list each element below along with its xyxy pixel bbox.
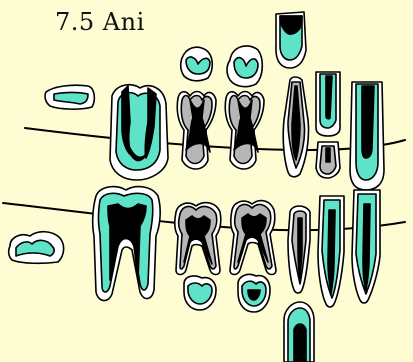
lower-canine-bud xyxy=(284,302,314,362)
lower-molar-bud xyxy=(9,232,64,264)
lower-premolar-bud-2 xyxy=(238,274,270,312)
upper-primary-molar-1 xyxy=(177,92,216,170)
upper-primary-lateral-incisor xyxy=(316,142,340,178)
lower-lateral-incisor xyxy=(318,196,344,307)
upper-central-incisor xyxy=(350,82,384,190)
upper-primary-canine xyxy=(283,77,308,177)
upper-premolar-bud-1 xyxy=(181,47,213,81)
lower-central-incisor xyxy=(352,190,380,303)
lower-premolar-bud-1 xyxy=(184,276,216,310)
upper-arch-line xyxy=(25,128,405,150)
upper-premolar-bud-2 xyxy=(227,46,262,87)
lower-first-molar xyxy=(93,187,160,301)
upper-primary-molar-2 xyxy=(225,92,264,170)
lower-primary-canine xyxy=(288,206,310,293)
upper-molar-bud xyxy=(45,85,94,109)
upper-lateral-incisor xyxy=(316,72,340,136)
lower-primary-molar-1 xyxy=(175,203,221,275)
lower-primary-molar-2 xyxy=(230,201,276,275)
upper-canine-bud xyxy=(276,12,306,68)
upper-first-molar xyxy=(110,85,168,180)
